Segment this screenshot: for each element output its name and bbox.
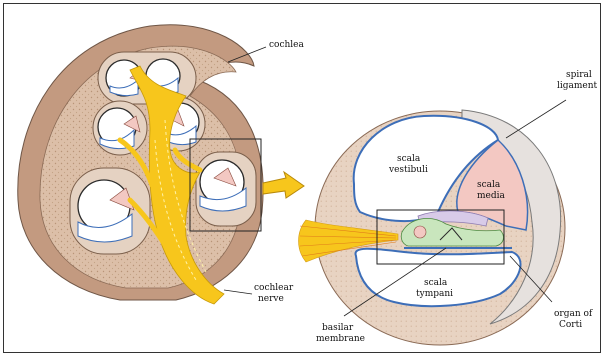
turn-mid-left [93, 101, 147, 155]
label-organ-of: organ of [554, 309, 593, 319]
label-cochlear: cochlear [254, 283, 294, 293]
label-scala-vestibuli-2: vestibuli [388, 165, 428, 175]
label-scala-media-2: media [477, 191, 506, 201]
label-cochlea: cochlea [269, 40, 305, 50]
label-scala-vestibuli-1: scala [397, 154, 421, 164]
label-spiral: spiral [566, 70, 592, 80]
label-basilar: basilar [322, 323, 354, 333]
turn-lower-right [196, 152, 256, 226]
label-scala-tympani-1: scala [424, 278, 448, 288]
label-scala-media-1: scala [477, 180, 501, 190]
label-membrane: membrane [316, 334, 365, 344]
label-scala-tympani-2: tympani [416, 289, 453, 299]
label-corti: Corti [559, 320, 582, 330]
label-nerve: nerve [258, 294, 284, 304]
label-ligament: ligament [557, 81, 598, 91]
